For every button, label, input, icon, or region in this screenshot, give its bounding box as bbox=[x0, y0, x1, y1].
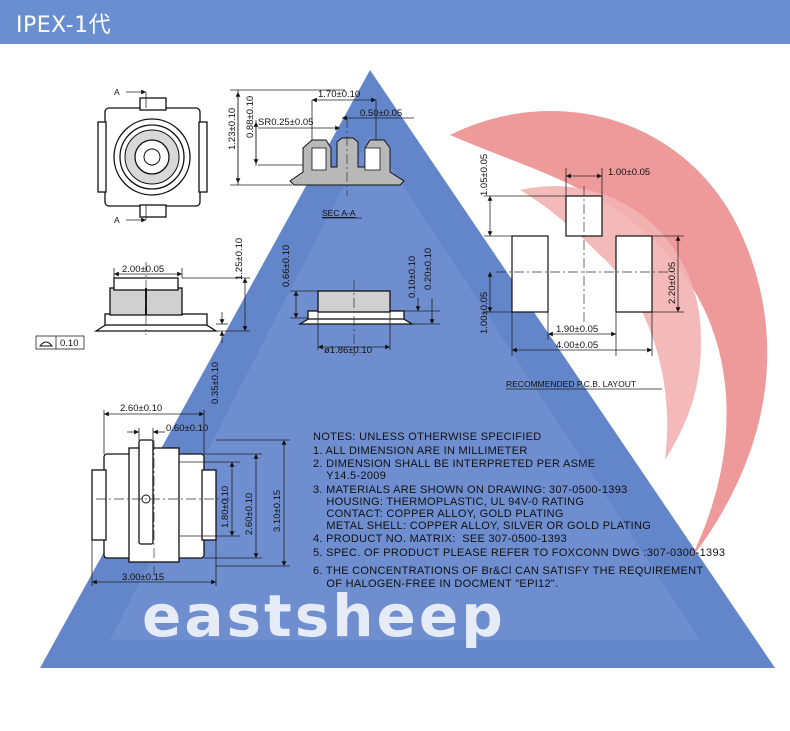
watermark-swirl bbox=[450, 110, 768, 560]
dim-height-inner: 0.88±0.10 bbox=[245, 96, 256, 138]
note-line: NOTES: UNLESS OTHERWISE SPECIFIED bbox=[313, 431, 542, 443]
note-line: 3. MATERIALS ARE SHOWN ON DRAWING: 307-0… bbox=[313, 484, 628, 496]
dim-side-diameter: ø1.86±0.10 bbox=[324, 345, 372, 356]
title-bar: IPEX-1代 bbox=[0, 0, 790, 44]
side-view: 0.66±0.10 0.10±0.10 0.20±0.10 ø1.86±0.10 bbox=[281, 245, 440, 356]
flatness-frame bbox=[35, 335, 85, 350]
watermark-text: eastsheep bbox=[142, 582, 506, 650]
pcb-dim-top: 1.00±0.05 bbox=[608, 167, 650, 178]
pcb-dim-inner: 1.90±0.05 bbox=[556, 324, 598, 335]
pcb-pad-left bbox=[511, 235, 549, 313]
section-marker-top: A bbox=[114, 87, 120, 97]
note-line: HOUSING: THERMOPLASTIC, UL 94V-0 RATING bbox=[313, 496, 584, 508]
flatness-value: 0.10 bbox=[60, 338, 79, 349]
dim-contact: 0.60±0.10 bbox=[166, 423, 208, 434]
dim-radius: SR0.25±0.05 bbox=[258, 117, 313, 128]
section-caption: SEC A-A bbox=[322, 208, 356, 218]
dim-bottom-h2: 2.60±0.10 bbox=[244, 493, 255, 535]
page-title: IPEX-1代 bbox=[16, 13, 112, 38]
dim-side-b: 0.20±0.10 bbox=[423, 248, 434, 290]
pcb-dim-right: 2.20±0.05 bbox=[667, 262, 678, 304]
flatness-symbol bbox=[38, 341, 54, 347]
note-line: OF HALOGEN-FREE IN DOCMENT "EPI12". bbox=[313, 578, 558, 590]
dim-front-width: 2.00±0.05 bbox=[122, 264, 164, 275]
dim-bottom-h3: 3.10±0.15 bbox=[272, 490, 283, 532]
dim-bottom-width: 3.00±0.15 bbox=[122, 572, 164, 583]
dim-wall: 0.50±0.05 bbox=[360, 108, 402, 119]
pcb-caption: RECOMMENDED P.C.B. LAYOUT bbox=[506, 379, 636, 389]
top-view: A A bbox=[97, 87, 208, 225]
pcb-layout: 1.00±0.05 1.05±0.05 1.00±0.05 2.20±0.05 … bbox=[479, 154, 684, 390]
note-line: METAL SHELL: COPPER ALLOY, SILVER OR GOL… bbox=[313, 520, 651, 532]
dim-front-base: 0.35±0.10 bbox=[210, 362, 221, 404]
front-view: 2.00±0.05 1.25±0.10 0.35±0.10 0.10 bbox=[35, 238, 250, 404]
watermark-swirl-inner bbox=[520, 186, 701, 461]
note-line: CONTACT: COPPER ALLOY, GOLD PLATING bbox=[313, 508, 564, 520]
pcb-dim-left-top: 1.05±0.05 bbox=[479, 154, 490, 196]
dim-side-a: 0.10±0.10 bbox=[407, 256, 418, 298]
pcb-dim-outer: 4.00±0.05 bbox=[556, 340, 598, 351]
dim-height-total: 1.23±0.10 bbox=[227, 108, 238, 150]
dim-side-height: 0.66±0.10 bbox=[281, 245, 292, 287]
note-line: 6. THE CONCENTRATIONS OF Br&Cl CAN SATIS… bbox=[313, 565, 703, 577]
note-line: 2. DIMENSION SHALL BE INTERPRETED PER AS… bbox=[313, 458, 595, 470]
center-contact bbox=[138, 439, 154, 545]
dim-bottom-top-width: 2.60±0.10 bbox=[120, 403, 162, 414]
bottom-view: 2.60±0.10 0.60±0.10 1.80±0.10 2.60±0.10 … bbox=[91, 403, 290, 586]
note-line: 1. ALL DIMENSION ARE IN MILLIMETER bbox=[313, 445, 528, 457]
pcb-dim-left-bottom: 1.00±0.05 bbox=[479, 292, 490, 334]
pcb-pad-right bbox=[615, 235, 653, 313]
technical-drawing: eastsheep A A 1.23±0.10 0.88±0.10 bbox=[35, 70, 775, 668]
section-marker-bottom: A bbox=[114, 215, 120, 225]
note-line: 5. SPEC. OF PRODUCT PLEASE REFER TO FOXC… bbox=[313, 547, 725, 559]
note-line: 4. PRODUCT NO. MATRIX: SEE 307-0500-1393 bbox=[313, 533, 567, 545]
notes-block: NOTES: UNLESS OTHERWISE SPECIFIED 1. ALL… bbox=[313, 431, 725, 590]
dim-width: 1.70±0.10 bbox=[318, 89, 360, 100]
section-view: 1.23±0.10 0.88±0.10 1.70±0.10 0.50±0.05 … bbox=[227, 89, 414, 219]
note-line: Y14.5-2009 bbox=[313, 470, 386, 482]
dim-bottom-h1: 1.80±0.10 bbox=[220, 486, 231, 528]
dim-front-height: 1.25±0.10 bbox=[234, 238, 245, 280]
